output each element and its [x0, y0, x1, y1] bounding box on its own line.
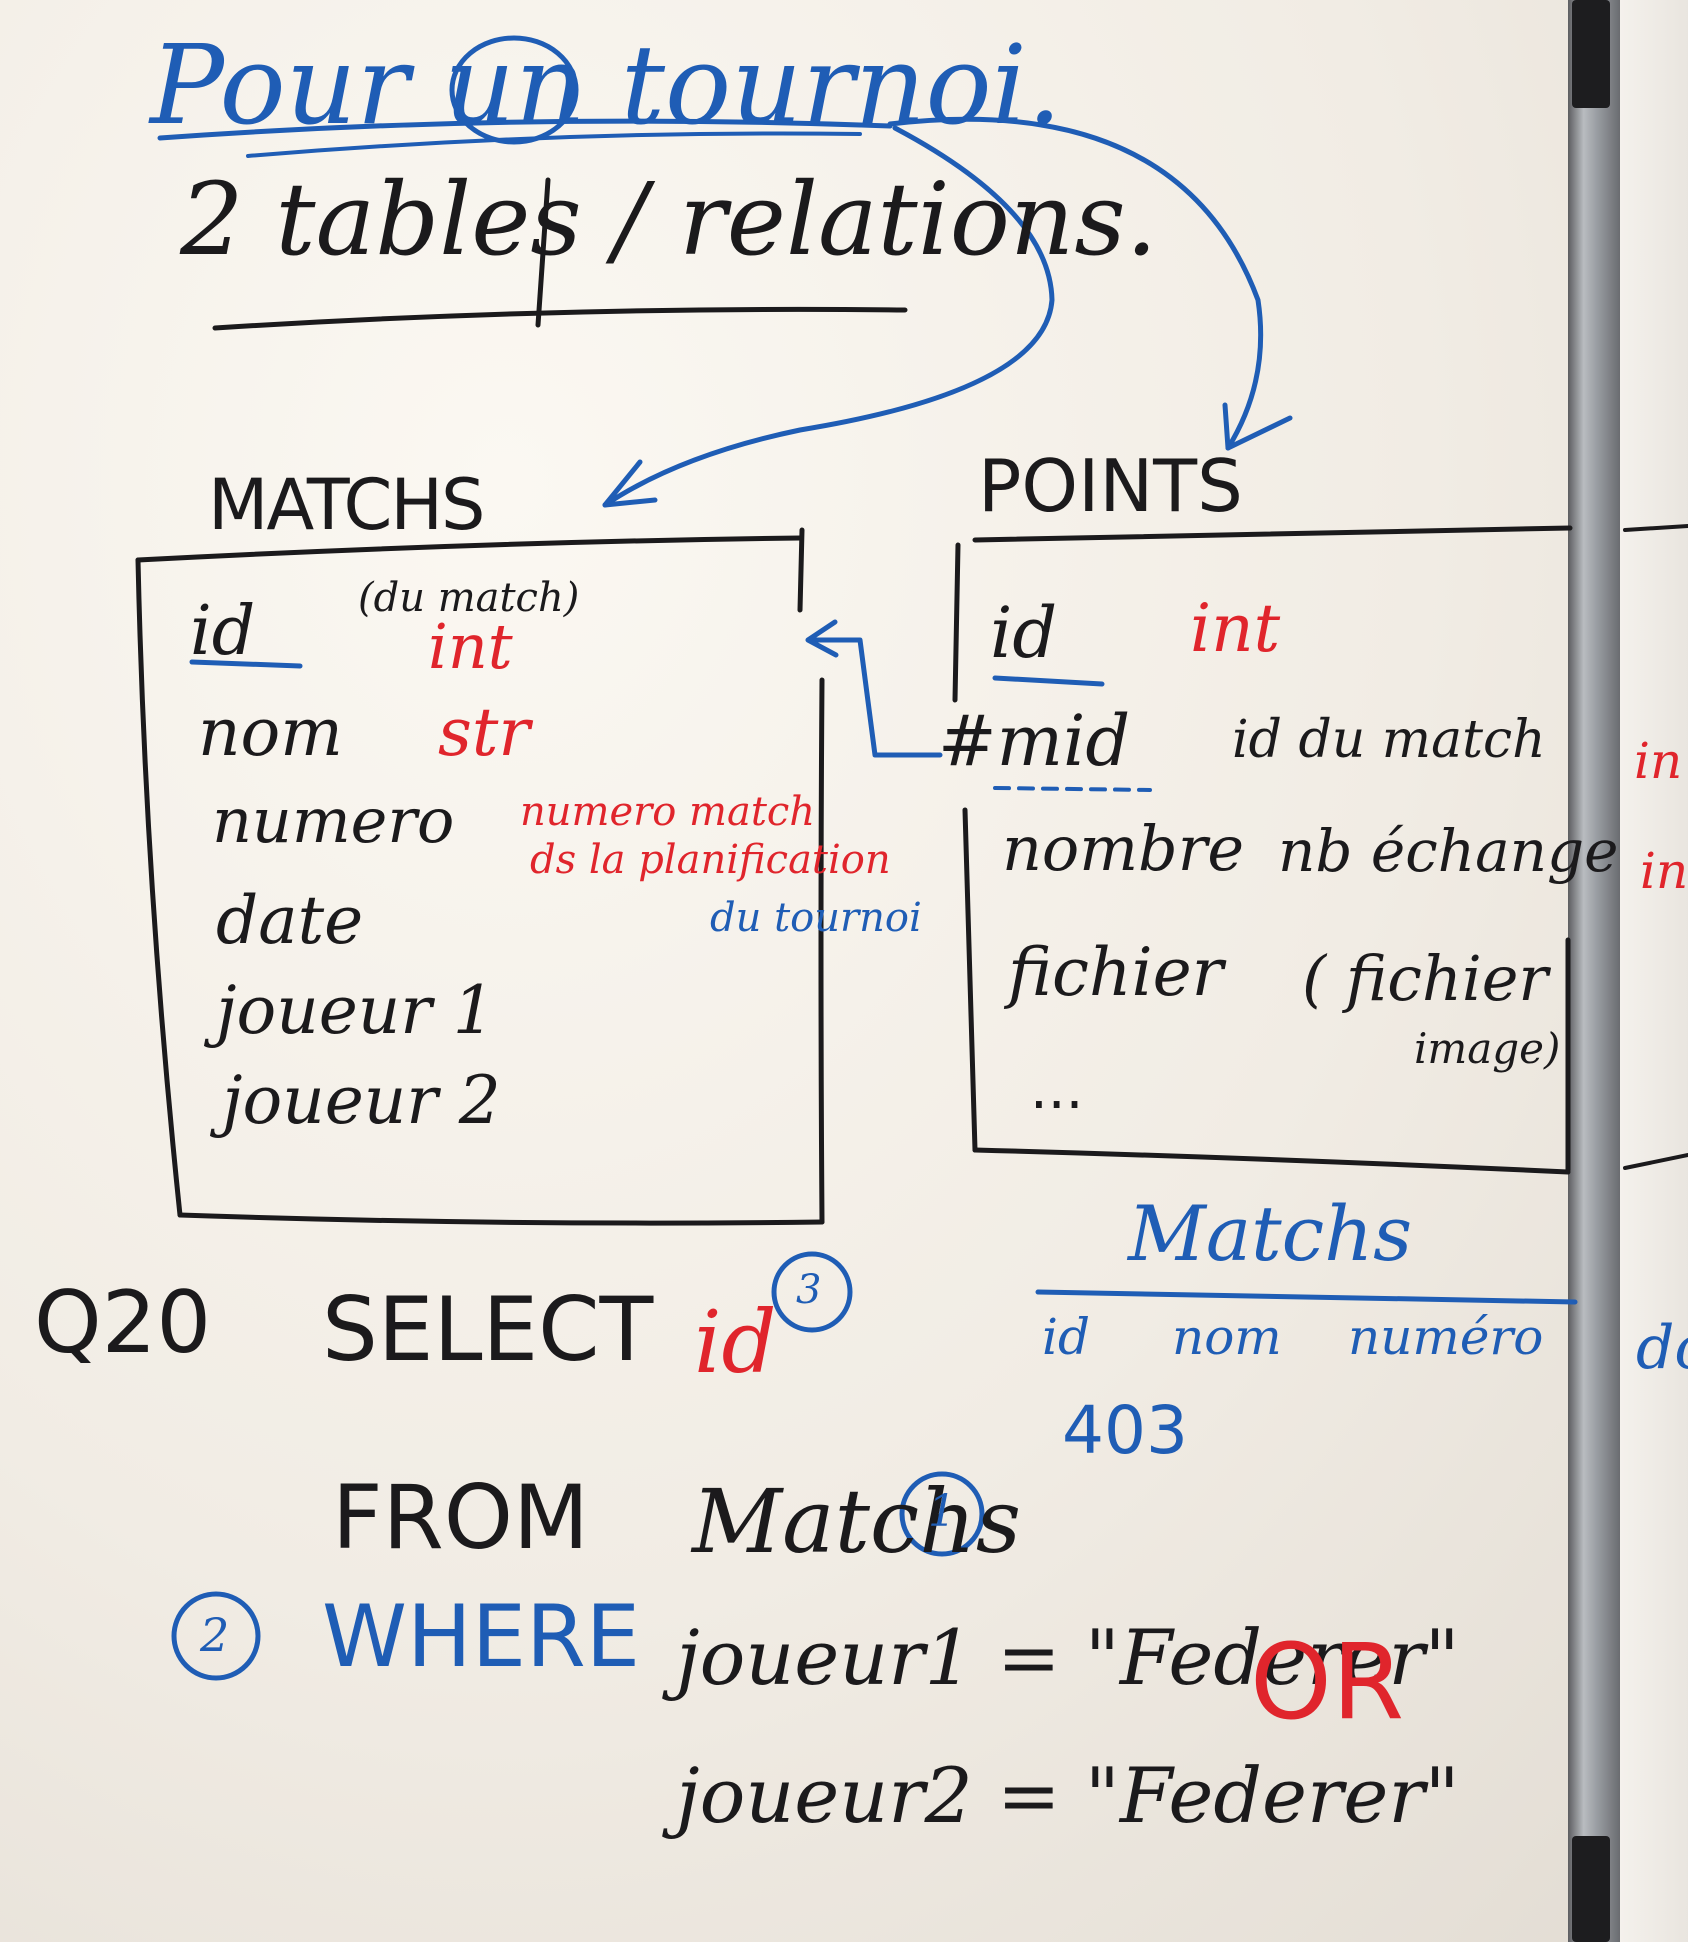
points-field-nombre: nombre [1002, 812, 1245, 885]
step-2-circle [171, 1591, 261, 1681]
query-step-1: 1 [928, 1486, 956, 1537]
points-mid-underline [993, 786, 1152, 792]
step-1-circle [899, 1471, 985, 1557]
points-type-id: int [1190, 590, 1281, 667]
adjacent-stroke-bottom [1623, 1153, 1688, 1170]
points-box-left-top [952, 542, 961, 703]
matchs-id-underline [189, 659, 303, 669]
points-type-nombre: nb échange [1278, 817, 1619, 885]
whiteboard-frame [1568, 0, 1620, 1942]
subtitle-divider [535, 177, 551, 328]
example-col-numero: numéro [1348, 1308, 1544, 1366]
subtitle-underline [212, 306, 908, 331]
adjacent-text-in-1: in [1634, 732, 1683, 790]
query-from-table: Matchs [692, 1470, 1022, 1573]
matchs-numero-note-3: du tournoi [710, 895, 922, 941]
title-underline [157, 118, 893, 141]
query-cond1: joueur1 = "Federer" [676, 1613, 1460, 1702]
step-3-circle [771, 1251, 853, 1333]
query-cond2: joueur2 = "Federer" [676, 1751, 1460, 1840]
query-select: SELECT [322, 1278, 654, 1381]
matchs-box-left [135, 557, 183, 1218]
matchs-field-numero: numero [212, 784, 455, 857]
example-underline [1035, 1289, 1578, 1305]
title-underline-2 [246, 131, 862, 158]
points-heading: POINTS [978, 444, 1243, 528]
matchs-box-right-top [797, 527, 805, 613]
matchs-type-id: int [428, 610, 513, 683]
example-value: 403 [1062, 1392, 1188, 1469]
arrow-to-points [887, 116, 1264, 451]
query-label: Q20 [34, 1273, 212, 1373]
points-field-id: id [990, 592, 1058, 674]
example-heading: Matchs [1128, 1189, 1413, 1278]
adjacent-text-do: do [1636, 1313, 1688, 1383]
arrow-to-matchs [602, 125, 1055, 508]
matchs-box-bottom [177, 1212, 825, 1226]
matchs-field-joueur1: joueur 1 [216, 972, 495, 1049]
query-where: WHERE [322, 1587, 641, 1687]
matchs-box-top [135, 535, 803, 563]
matchs-box-right [818, 677, 825, 1225]
points-box-left [962, 807, 978, 1153]
example-col-nom: nom [1172, 1308, 1282, 1366]
arrow-to-points-head [1222, 402, 1293, 451]
fk-arrow-head [805, 619, 839, 658]
matchs-field-nom: nom [198, 694, 343, 771]
example-col-id: id [1042, 1308, 1090, 1366]
points-field-fichier: fichier [1008, 934, 1224, 1011]
matchs-field-joueur2: joueur 2 [222, 1062, 501, 1139]
query-from: FROM [332, 1466, 589, 1569]
query-step-2: 2 [200, 1608, 230, 1662]
fk-arrow [812, 637, 943, 758]
board-subtitle: 2 tables / relations. [180, 161, 1158, 278]
points-type-mid: id du match [1232, 710, 1546, 770]
points-field-more: ... [1030, 1057, 1084, 1122]
adjacent-text-in-2: in [1640, 842, 1688, 900]
points-box-bottom [972, 1147, 1571, 1175]
matchs-numero-note-2: ds la planification [530, 837, 891, 883]
mount-bracket-top [1572, 0, 1610, 108]
mount-bracket-bottom [1572, 1836, 1610, 1942]
query-select-field: id [694, 1293, 777, 1393]
points-type-fichier: ( fichier [1302, 942, 1549, 1015]
adjacent-whiteboard [1620, 0, 1688, 1942]
adjacent-stroke-top [1623, 524, 1688, 532]
matchs-heading: MATCHS [208, 464, 485, 546]
un-circle [449, 35, 579, 145]
board-title: Pour un tournoi. [150, 21, 1062, 149]
matchs-du-match-note: (du match) [358, 575, 580, 621]
points-fichier-note: image) [1414, 1024, 1561, 1073]
points-field-mid: #mid [938, 700, 1131, 782]
matchs-field-date: date [216, 882, 364, 959]
matchs-field-id: id [190, 592, 256, 671]
matchs-numero-note-1: numero match [520, 789, 816, 835]
points-box-top [972, 525, 1573, 543]
query-step-3: 3 [796, 1267, 822, 1313]
matchs-type-nom: str [438, 694, 530, 771]
arrow-to-matchs-head [602, 459, 658, 508]
points-id-underline [992, 675, 1105, 687]
query-or: OR [1250, 1621, 1405, 1743]
